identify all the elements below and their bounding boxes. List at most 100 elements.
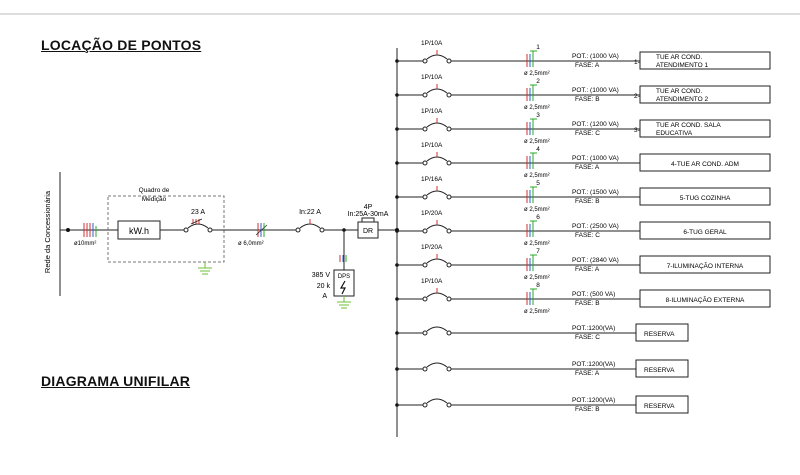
meter-box xyxy=(107,195,225,263)
lightning-icon xyxy=(339,280,346,295)
circuit-number: 6 xyxy=(536,214,540,221)
reserve-box xyxy=(635,395,689,414)
circuit-number: 4 xyxy=(536,146,540,153)
load-box xyxy=(639,51,771,70)
circuit-number: 8 xyxy=(536,282,540,289)
circuit-power: POT.: (1000 VA) xyxy=(572,87,619,94)
dr-poles: 4P xyxy=(364,204,373,211)
breaker-rating: 1P/10A xyxy=(421,142,443,149)
circuit-number: 1 xyxy=(536,44,540,51)
cable-section: ø 2,5mm² xyxy=(524,71,550,77)
circuit-phase: FASE: C xyxy=(575,130,600,137)
conductor-ticks xyxy=(526,50,537,67)
circuit-power: POT.: (2500 VA) xyxy=(572,223,619,230)
load-name-line-2: ATENDIMENTO 2 xyxy=(656,96,709,103)
breaker-rating: 1P/20A xyxy=(421,244,443,251)
reserve-box xyxy=(635,359,689,378)
breaker-contact xyxy=(446,126,452,132)
reserve-phase: FASE: B xyxy=(575,406,600,413)
load-box xyxy=(639,289,771,308)
conductor-ticks xyxy=(526,84,537,101)
breaker-contact xyxy=(422,262,428,268)
load-name-line-1: TUE AR COND. xyxy=(656,88,702,95)
circuit-phase: FASE: C xyxy=(575,232,600,239)
load-name: 7-ILUMINAÇÃO INTERNA xyxy=(667,261,744,270)
reserve-box xyxy=(635,323,689,342)
breaker-arc xyxy=(426,156,448,162)
load-name: 5-TUG COZINHA xyxy=(680,195,731,202)
breaker-contact xyxy=(422,92,428,98)
cable-6mm-label: ø 6,0mm² xyxy=(238,241,264,247)
circuit-phase: FASE: A xyxy=(575,266,600,273)
circuit-phase: FASE: A xyxy=(575,62,600,69)
dps-tap-ticks xyxy=(339,255,347,262)
input-cable-label: ø10mm² xyxy=(74,241,96,247)
breaker-rating: 1P/10A xyxy=(421,40,443,47)
meter-ground-symbol xyxy=(198,262,212,275)
breaker-contact xyxy=(422,126,428,132)
breaker-contact xyxy=(446,228,452,234)
reserve-label: RESERVA xyxy=(644,403,675,410)
breaker-arc xyxy=(426,258,448,264)
circuit-power: POT.: (1000 VA) xyxy=(572,53,619,60)
concessionaire-label: Rede da Concessionária xyxy=(43,190,52,273)
input-cable-ticks xyxy=(83,223,97,237)
breaker-contact xyxy=(422,296,428,302)
dps-ground-symbol xyxy=(337,296,351,309)
breaker-arc xyxy=(426,326,448,332)
breaker-arc xyxy=(426,224,448,230)
cable-section: ø 2,5mm² xyxy=(524,275,550,281)
breaker-arc xyxy=(426,398,448,404)
dps-voltage: 385 V xyxy=(312,272,331,279)
breaker-rating: 1P/10A xyxy=(421,278,443,285)
breaker-arc xyxy=(426,54,448,60)
circuit-phase: FASE: B xyxy=(575,198,600,205)
reserves-group: POT.:1200(VA) FASE: C RESERVA POT.:1200(VA)… xyxy=(395,323,689,414)
breaker-contact xyxy=(422,402,428,408)
breaker-contact xyxy=(446,402,452,408)
breaker-arc xyxy=(426,122,448,128)
breaker-rating: 1P/20A xyxy=(421,210,443,217)
circuit-phase: FASE: B xyxy=(575,96,600,103)
load-name-line-2: ATENDIMENTO 1 xyxy=(656,62,709,69)
conductor-ticks xyxy=(526,186,537,203)
load-number: 3- xyxy=(634,127,640,134)
breaker-rating: 1P/10A xyxy=(421,108,443,115)
meter-breaker xyxy=(183,218,213,233)
circuit-number: 3 xyxy=(536,112,540,119)
meter-breaker-label: 23 A xyxy=(191,209,205,216)
breaker-contact xyxy=(446,92,452,98)
load-name-line-2: EDUCATIVA xyxy=(656,130,693,137)
circuit-number: 2 xyxy=(536,78,540,85)
breaker-contact xyxy=(422,330,428,336)
load-box xyxy=(639,187,771,206)
reserve-phase: FASE: C xyxy=(575,334,600,341)
reserve-power: POT.:1200(VA) xyxy=(572,361,615,368)
breaker-contact xyxy=(422,58,428,64)
breaker-contact xyxy=(446,366,452,372)
cable-section: ø 2,5mm² xyxy=(524,207,550,213)
load-box xyxy=(639,85,771,104)
circuit-power: POT.: (500 VA) xyxy=(572,291,615,298)
conductor-ticks xyxy=(526,288,537,305)
load-name-line-1: TUE AR COND. SALA xyxy=(656,122,721,129)
breaker-contact xyxy=(422,228,428,234)
breaker-contact xyxy=(446,194,452,200)
conductor-ticks xyxy=(526,220,537,237)
circuit-power: POT.: (1000 VA) xyxy=(572,155,619,162)
breaker-arc xyxy=(426,292,448,298)
load-box xyxy=(639,119,771,138)
load-name-line-1: TUE AR COND. xyxy=(656,54,702,61)
dps-current-a: A xyxy=(322,293,327,300)
load-number: 2- xyxy=(634,93,640,100)
main-breaker-label: In:22 A xyxy=(299,209,321,216)
circuit-phase: FASE: A xyxy=(575,164,600,171)
breaker-rating: 1P/10A xyxy=(421,74,443,81)
reserve-label: RESERVA xyxy=(644,331,675,338)
cable-6mm-ticks xyxy=(255,223,268,237)
cable-section: ø 2,5mm² xyxy=(524,139,550,145)
